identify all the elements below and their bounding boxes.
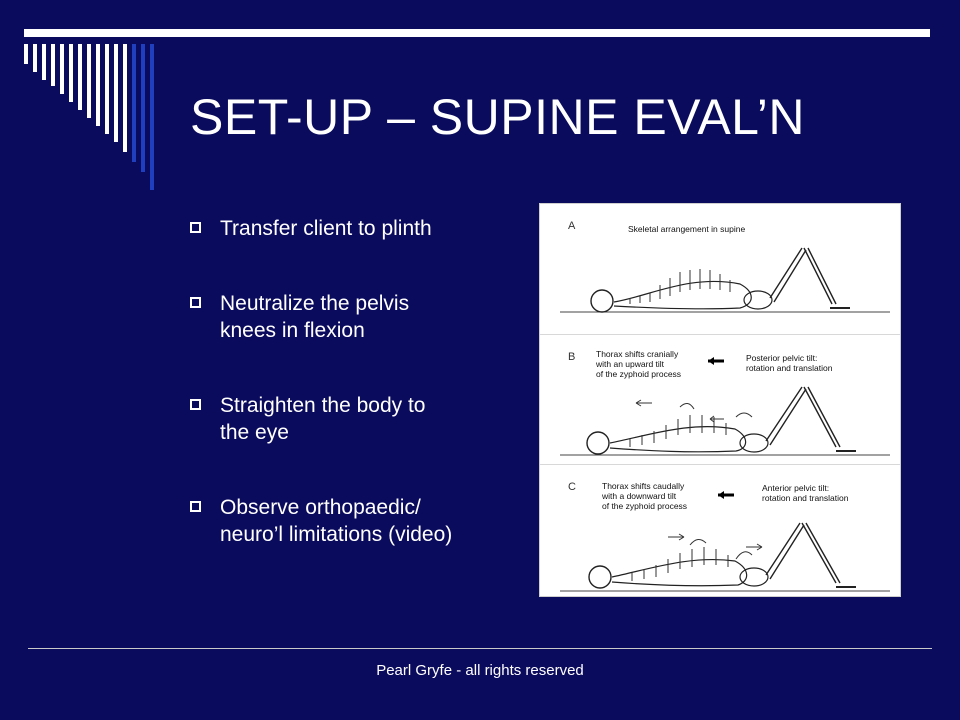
panel-letter: C [568, 481, 576, 493]
panel-caption: Anterior pelvic tilt: rotation and trans… [762, 483, 849, 503]
decorative-bar [78, 44, 82, 110]
decorative-bar [114, 44, 118, 142]
square-bullet-icon [190, 297, 201, 308]
bullet-text: Transfer client to plinth [220, 217, 432, 240]
figure-panel-a: A Skeletal arrangement in supine [540, 204, 900, 334]
bullet-item: Neutralize the pelvis knees in flexion [190, 290, 535, 344]
supine-skeleton-figure: A Skeletal arrangement in supine B Thora… [539, 203, 901, 597]
decorative-bar [87, 44, 91, 118]
panel-caption: Thorax shifts cranially with an upward t… [596, 349, 682, 379]
decorative-bar [60, 44, 64, 94]
bullet-text: Straighten the body to the eye [220, 394, 426, 444]
square-bullet-icon [190, 222, 201, 233]
bullet-text: Observe orthopaedic/ neuro’l limitations… [220, 496, 453, 546]
bullet-list: Transfer client to plinth Neutralize the… [190, 215, 535, 548]
top-rule [24, 29, 930, 37]
skeleton-illustration-icon [560, 491, 890, 592]
bottom-rule [28, 648, 932, 649]
decorative-bar [105, 44, 109, 134]
panel-caption: Thorax shifts caudally with a downward t… [602, 481, 688, 511]
decorative-bar [123, 44, 127, 152]
square-bullet-icon [190, 501, 201, 512]
figure-panel-b: B Thorax shifts cranially with an upward… [540, 334, 900, 465]
decorative-bar [33, 44, 37, 72]
slide-title: SET-UP – SUPINE EVAL’N [190, 89, 805, 145]
decorative-bar [132, 44, 136, 162]
panel-caption: Skeletal arrangement in supine [628, 224, 746, 234]
bullet-item: Straighten the body to the eye [190, 392, 535, 446]
panel-letter: B [568, 351, 576, 363]
decorative-bar [24, 44, 28, 64]
bullet-item: Observe orthopaedic/ neuro’l limitations… [190, 494, 535, 548]
footer-copyright: Pearl Gryfe - all rights reserved [376, 662, 584, 679]
bullet-item: Transfer client to plinth [190, 215, 535, 242]
bullet-text: Neutralize the pelvis knees in flexion [220, 292, 410, 342]
panel-letter: A [568, 220, 576, 232]
square-bullet-icon [190, 399, 201, 410]
decorative-bar [141, 44, 145, 172]
decorative-bar [69, 44, 73, 102]
decorative-bar [51, 44, 55, 86]
figure-panel-c: C Thorax shifts caudally with a downward… [540, 464, 900, 595]
decorative-bar [150, 44, 154, 190]
skeleton-illustration-icon [560, 247, 890, 313]
decorative-bar [96, 44, 100, 126]
skeleton-illustration-icon [560, 357, 890, 456]
decorative-bar [42, 44, 46, 80]
panel-caption: Posterior pelvic tilt: rotation and tran… [746, 353, 833, 373]
